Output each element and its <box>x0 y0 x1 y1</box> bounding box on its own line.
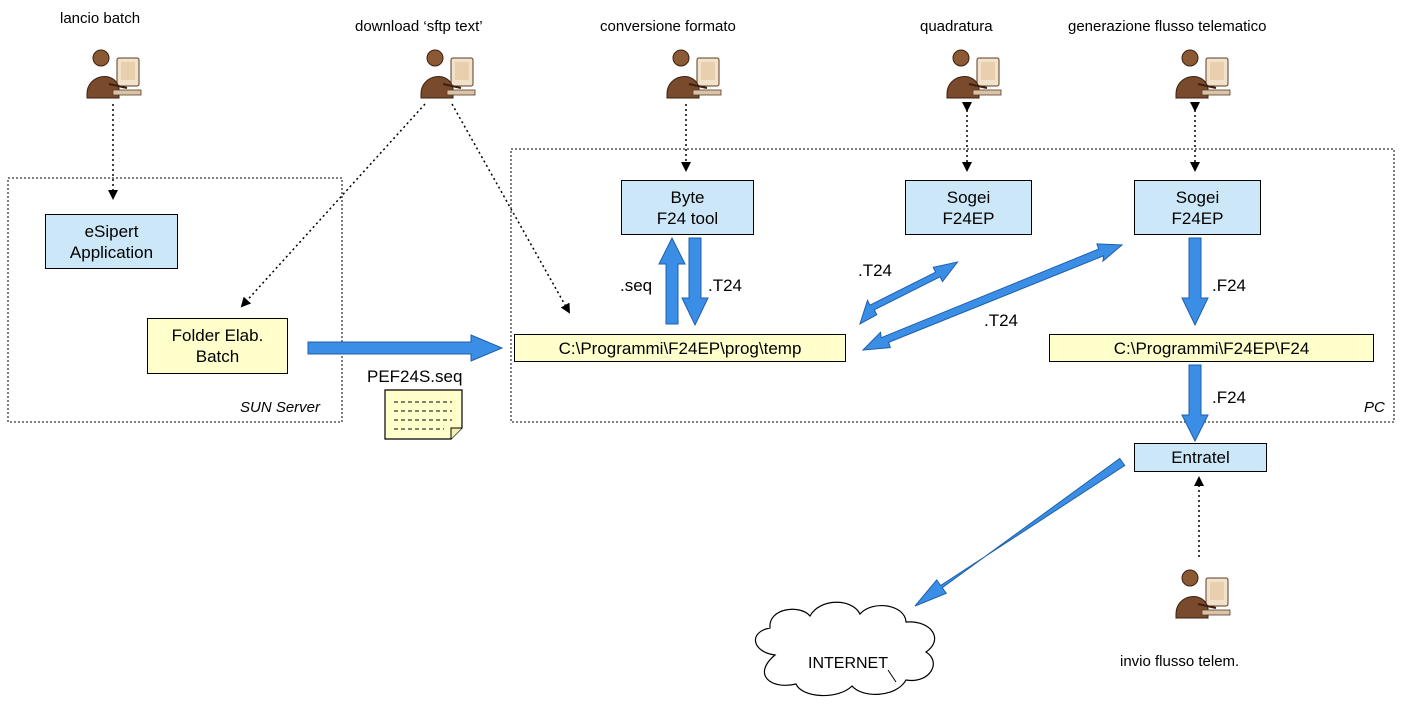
person-at-computer-icon <box>1175 569 1231 619</box>
sogei-f24ep-box-2: Sogei F24EP <box>1134 180 1261 235</box>
f24-path-box: C:\Programmi\F24EP\F24 <box>1049 334 1374 362</box>
entratel-box: Entratel <box>1134 443 1267 472</box>
actor-label-quadratura: quadratura <box>920 18 993 35</box>
sogei1-line-2: F24EP <box>942 208 995 228</box>
esipert-line-2: Application <box>69 242 154 262</box>
connector-download-folder <box>240 103 426 308</box>
byte-f24-tool-box: Byte F24 tool <box>621 180 754 235</box>
folder-elab-batch-box: Folder Elab. Batch <box>147 318 288 374</box>
flow-label-t24-down: .T24 <box>708 276 743 295</box>
person-at-computer-icon <box>420 49 476 99</box>
sogei-f24ep-box-1: Sogei F24EP <box>905 180 1032 235</box>
actor-label-invio: invio flusso telem. <box>1120 653 1240 670</box>
sogei2-line-1: Sogei <box>1175 187 1220 207</box>
flow-label-t24-sogei2: .T24 <box>984 311 1019 330</box>
arrow-t24-down <box>681 237 709 327</box>
arrow-f24-down-b <box>1181 364 1209 443</box>
sun-server-region <box>7 177 343 423</box>
arrow-t24-sogei1 <box>859 261 959 326</box>
esipert-application-box: eSipert Application <box>45 214 178 269</box>
region-label-pc: PC <box>1364 399 1385 416</box>
person-at-computer-icon <box>946 49 1002 99</box>
arrow-seq-up <box>658 236 686 325</box>
person-at-computer-icon <box>1175 49 1231 99</box>
folder-line-2: Batch <box>195 347 240 366</box>
pc-region <box>510 148 1395 423</box>
internet-label: INTERNET <box>808 655 888 672</box>
sogei2-line-2: F24EP <box>1171 208 1224 228</box>
region-label-sun-server: SUN Server <box>240 399 321 416</box>
flow-label-t24-sogei1: .T24 <box>858 261 893 280</box>
person-at-computer-icon <box>86 49 142 99</box>
temp-path-box: C:\Programmi\F24EP\prog\temp <box>514 334 846 362</box>
esipert-line-1: eSipert <box>84 221 139 241</box>
flow-label-f24-a: .F24 <box>1212 276 1247 295</box>
byte-line-1: Byte <box>670 187 705 207</box>
arrow-t24-sogei2 <box>861 243 1124 351</box>
arrow-f24-down-a <box>1181 237 1209 327</box>
byte-line-2: F24 tool <box>656 208 719 228</box>
arrow-entratel-to-internet <box>914 457 1126 607</box>
document-label: PEF24S.seq <box>367 367 463 386</box>
actor-label-lancio: lancio batch <box>60 10 141 27</box>
flow-label-seq: .seq <box>620 276 653 295</box>
sogei1-line-1: Sogei <box>946 187 991 207</box>
person-at-computer-icon <box>666 49 722 99</box>
cloud-arrow-tail <box>887 669 897 683</box>
arrow-folder-to-temp <box>307 334 504 362</box>
folder-line-1: Folder Elab. <box>171 326 264 345</box>
actor-label-conversione: conversione formato <box>600 18 736 35</box>
actor-label-download: download ‘sftp text’ <box>355 18 483 35</box>
flow-label-f24-b: .F24 <box>1212 388 1247 407</box>
cloud-icon <box>754 601 936 697</box>
actor-label-generazione: generazione flusso telematico <box>1068 18 1267 35</box>
document-icon <box>384 389 463 440</box>
